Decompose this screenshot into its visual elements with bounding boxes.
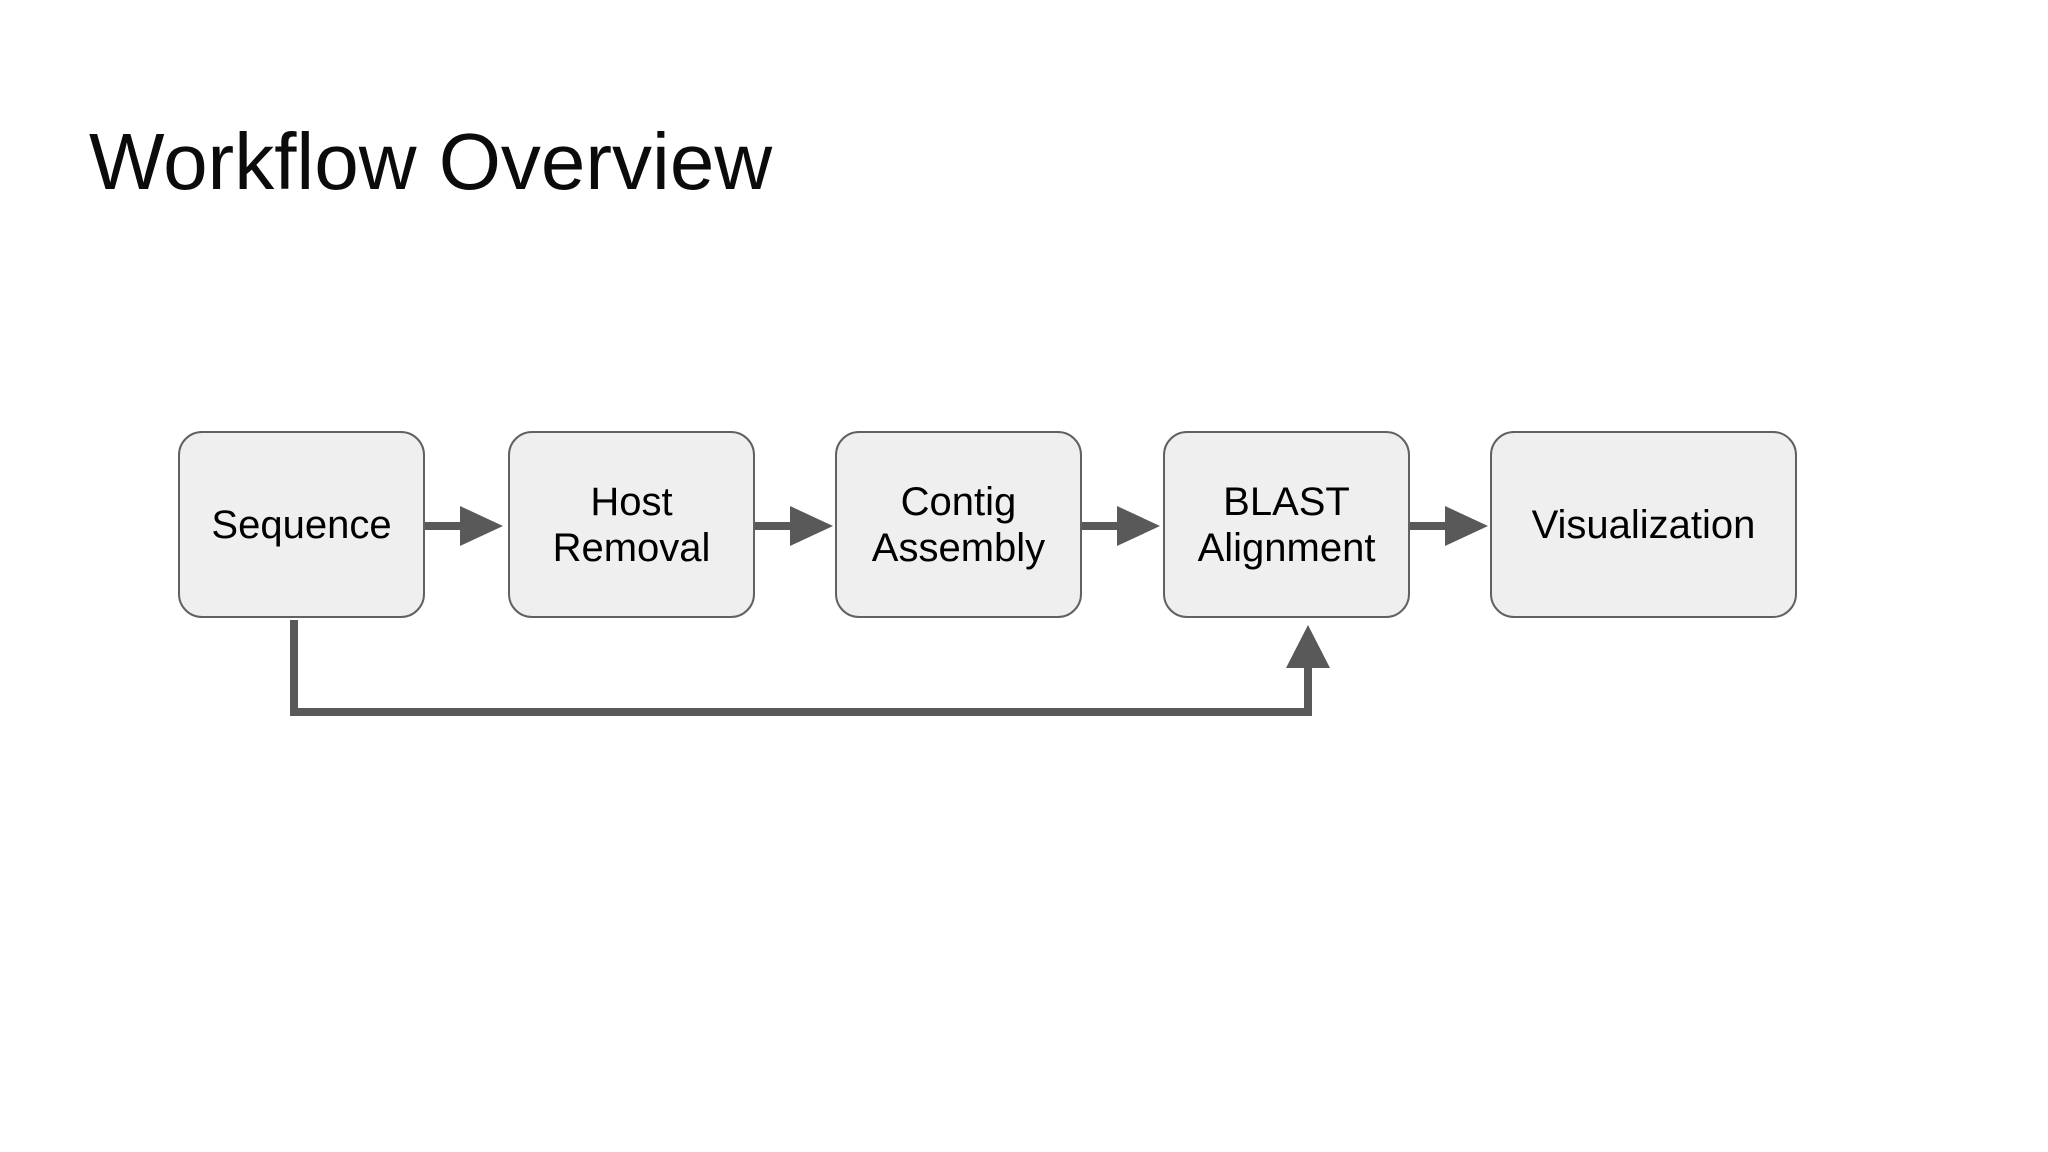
node-blast-alignment: BLAST Alignment xyxy=(1163,431,1410,618)
node-label: Sequence xyxy=(211,502,392,547)
node-label: Visualization xyxy=(1531,502,1756,547)
arrowhead-right-icon xyxy=(1117,506,1160,546)
node-label: BLAST Alignment xyxy=(1197,479,1376,570)
node-label: Contig Assembly xyxy=(871,479,1046,570)
arrowhead-up-icon xyxy=(1286,625,1330,668)
node-host-removal: Host Removal xyxy=(508,431,755,618)
arrowhead-right-icon xyxy=(460,506,503,546)
arrowhead-right-icon xyxy=(1445,506,1488,546)
arrow-sequence-to-host-removal xyxy=(425,506,503,546)
arrowhead-right-icon xyxy=(790,506,833,546)
arrow-host-removal-to-contig-assembly xyxy=(755,506,833,546)
slide-title: Workflow Overview xyxy=(89,117,773,206)
arrow-blast-alignment-to-visualization xyxy=(1410,506,1488,546)
bypass-elbow-shaft xyxy=(290,620,1312,716)
arrow-contig-assembly-to-blast-alignment xyxy=(1082,506,1160,546)
node-visualization: Visualization xyxy=(1490,431,1797,618)
arrow-sequence-to-blast-alignment-bypass xyxy=(290,620,1330,716)
node-label: Host Removal xyxy=(552,479,711,570)
node-contig-assembly: Contig Assembly xyxy=(835,431,1082,618)
node-sequence: Sequence xyxy=(178,431,425,618)
